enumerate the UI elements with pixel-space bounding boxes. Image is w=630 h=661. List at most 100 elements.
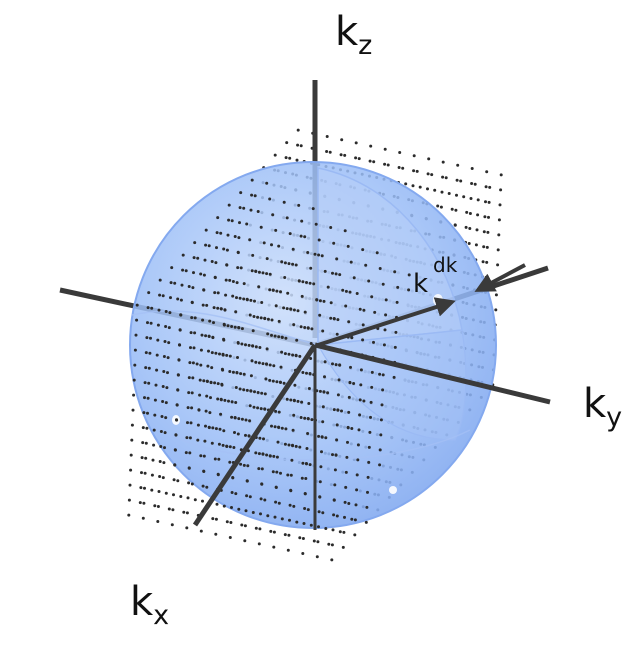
lattice-point (474, 243, 478, 247)
lattice-point (295, 158, 299, 162)
lattice-point (393, 345, 397, 349)
lattice-point (265, 181, 269, 185)
lattice-point (221, 443, 225, 447)
lattice-point (184, 451, 188, 455)
lattice-point (162, 370, 166, 373)
lattice-point (230, 325, 234, 328)
lattice-point (228, 536, 232, 539)
ky-label: ky (583, 381, 622, 433)
lattice-point (227, 218, 231, 222)
lattice-point (331, 362, 334, 366)
lattice-point (146, 411, 149, 415)
lattice-point (322, 390, 326, 394)
sphere-highlight (389, 486, 397, 494)
lattice-point (384, 298, 388, 302)
lattice-point (144, 441, 148, 445)
lattice-point (242, 206, 246, 210)
lattice-point (251, 344, 255, 348)
lattice-point (436, 204, 440, 208)
lattice-point (154, 383, 158, 387)
lattice-point (301, 280, 305, 284)
lattice-point (131, 408, 135, 412)
lattice-point (225, 353, 229, 357)
lattice-point (178, 343, 181, 347)
lattice-point (350, 427, 354, 430)
lattice-point (366, 475, 370, 479)
lattice-point (169, 296, 172, 300)
lattice-point (196, 256, 200, 260)
lattice-point (358, 413, 362, 417)
lattice-point (378, 372, 382, 376)
lattice-point (368, 430, 372, 434)
lattice-point (190, 391, 194, 395)
lattice-point (279, 290, 282, 294)
lattice-point (370, 295, 374, 299)
lattice-point (303, 492, 307, 495)
lattice-point (315, 555, 319, 559)
lattice-point (167, 326, 171, 330)
lattice-point (187, 481, 191, 485)
lattice-point (260, 391, 264, 395)
lattice-point (383, 162, 387, 166)
lattice-point (191, 376, 195, 380)
lattice-point (291, 443, 294, 447)
lattice-point (237, 507, 241, 511)
lattice-point (379, 433, 383, 437)
lattice-point (470, 182, 474, 185)
lattice-point (201, 484, 205, 488)
lattice-point (354, 503, 358, 507)
lattice-point (262, 241, 266, 245)
lattice-point (153, 413, 157, 417)
lattice-point (214, 427, 218, 431)
lattice-point (257, 542, 261, 546)
lattice-point (158, 475, 162, 478)
lattice-point (146, 306, 150, 310)
lattice-point (271, 470, 275, 474)
lattice-point (206, 364, 210, 368)
lattice-point (365, 505, 369, 509)
lattice-point (335, 438, 339, 442)
lattice-point (244, 343, 247, 347)
lattice-point (146, 321, 149, 325)
lattice-point (455, 178, 459, 182)
lattice-point (230, 415, 234, 419)
lattice-point (277, 244, 281, 248)
lattice-point (127, 513, 131, 517)
lattice-point (272, 545, 276, 549)
lattice-point (497, 218, 501, 222)
lattice-point (214, 261, 218, 265)
lattice-point (303, 507, 307, 510)
lattice-point (244, 509, 248, 513)
lattice-point (337, 378, 341, 382)
lattice-point (182, 510, 186, 514)
lattice-point (186, 421, 189, 425)
lattice-point (239, 191, 243, 195)
lattice-point (158, 293, 162, 297)
lattice-point (224, 278, 228, 282)
lattice-point (163, 431, 167, 435)
lattice-point (160, 415, 164, 418)
lattice-point (204, 409, 208, 413)
lattice-point (345, 455, 349, 459)
lattice-point (239, 462, 243, 466)
lattice-point (152, 428, 156, 432)
lattice-point (128, 483, 132, 487)
lattice-point (216, 216, 220, 220)
lattice-point (329, 316, 333, 320)
lattice-point (332, 513, 336, 517)
lattice-point (289, 398, 293, 402)
lattice-point (151, 458, 155, 462)
lattice-point (468, 227, 472, 230)
lattice-point (248, 313, 252, 317)
lattice-point (287, 262, 291, 266)
lattice-point (265, 453, 269, 457)
lattice-point (234, 386, 238, 389)
lattice-point (292, 413, 296, 417)
lattice-point (292, 398, 296, 402)
lattice-point (335, 332, 339, 336)
lattice-point (294, 353, 298, 357)
lattice-point (343, 515, 346, 519)
lattice-point (362, 308, 366, 312)
lattice-point (394, 330, 398, 334)
